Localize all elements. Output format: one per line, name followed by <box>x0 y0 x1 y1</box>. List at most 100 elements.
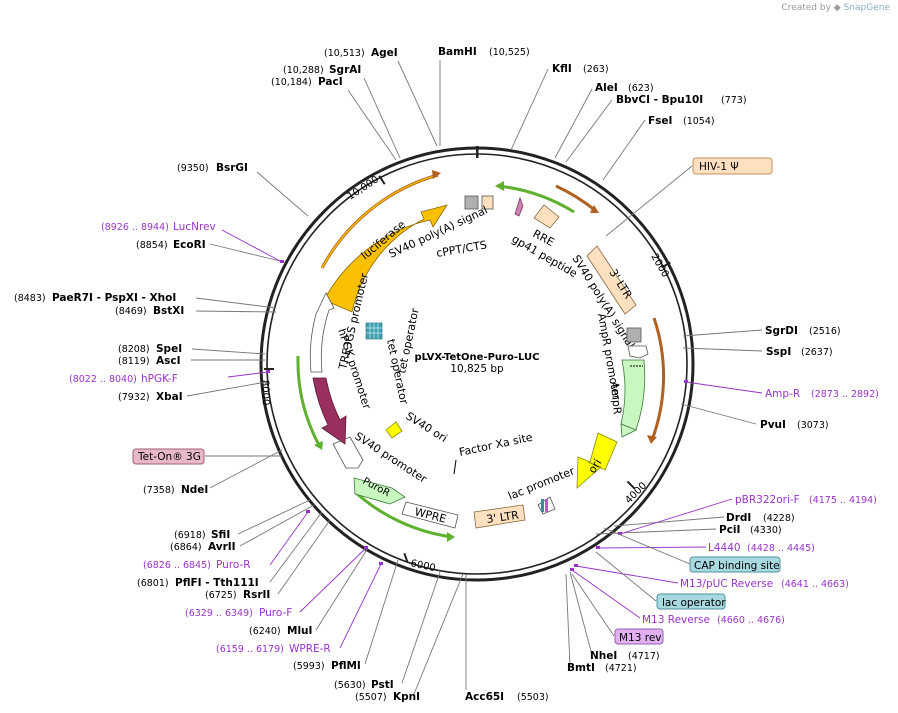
svg-text:(8854): (8854) <box>136 240 168 251</box>
site-paci[interactable]: (10,184) PacI <box>271 76 343 88</box>
tre3gs-promoter-feature <box>309 292 335 373</box>
lac-promoter-label: lac promoter <box>506 464 577 503</box>
leader-line-28 <box>613 516 725 527</box>
primer-amp-r[interactable]: Amp-R (2873 .. 2892) <box>765 388 879 400</box>
site-bamhi[interactable]: BamHI (10,525) <box>438 46 530 58</box>
site-bstxi[interactable]: (8469) BstXI <box>115 305 184 317</box>
svg-text:SspI: SspI <box>766 346 791 358</box>
svg-text:(4175 .. 4194): (4175 .. 4194) <box>809 495 877 506</box>
svg-text:BbvCI - Bpu10I: BbvCI - Bpu10I <box>616 94 703 106</box>
svg-text:BstXI: BstXI <box>153 305 184 317</box>
site-bsrgi[interactable]: (9350) BsrGI <box>177 162 248 174</box>
site-ecori[interactable]: (8854) EcoRI <box>136 239 206 251</box>
svg-text:XbaI: XbaI <box>156 391 183 403</box>
site-sgrai[interactable]: (10,288) SgrAI <box>283 64 361 76</box>
primer-wpre-r[interactable]: (6159 .. 6179) WPRE-R <box>216 643 331 655</box>
svg-text:KpnI: KpnI <box>393 691 420 703</box>
feature-cap-binding-site[interactable]: CAP binding site <box>689 556 781 573</box>
site-bbvci-bpu10i[interactable]: BbvCI - Bpu10I (773) <box>616 94 747 106</box>
site-drdi[interactable]: DrdI (4228) <box>726 512 795 524</box>
site-spei[interactable]: (8208) SpeI <box>118 343 182 355</box>
site-pflfi-tth111i[interactable]: (6801) PflFI - Tth111I <box>137 577 259 589</box>
site-paer7i-pspxi-xhoi[interactable]: (8483) PaeR7I - PspXI - XhoI <box>14 292 176 304</box>
leader-line-42 <box>603 527 691 565</box>
svg-text:Acc65I: Acc65I <box>465 691 504 703</box>
site-asci[interactable]: (8119) AscI <box>118 355 181 367</box>
sv40-polya-box-1 <box>464 195 479 210</box>
tet-operator-feature <box>365 322 383 340</box>
primer-lucnrev[interactable]: (8926 .. 8944) LucNrev <box>101 221 216 233</box>
primer-binding-mark-37 <box>684 380 688 383</box>
leader-line-19 <box>413 573 464 695</box>
site-sfii[interactable]: (6918) SfiI <box>174 529 230 541</box>
primer-m13-puc-reverse[interactable]: M13/pUC Reverse (4641 .. 4663) <box>680 578 849 590</box>
svg-text:(8022 .. 8040): (8022 .. 8040) <box>69 374 137 385</box>
site-kfli[interactable]: KflI (263) <box>552 63 609 75</box>
feature-hiv1-psi[interactable]: HIV-1 Ψ <box>692 157 773 175</box>
primer-m13-reverse[interactable]: M13 Reverse (4660 .. 4676) <box>642 614 785 626</box>
leader-line-14 <box>269 511 323 583</box>
wpre-label: WPRE <box>413 505 447 525</box>
primer-puro-r[interactable]: (6826 .. 6845) Puro-R <box>143 559 251 571</box>
site-agei-pos: (10,513) <box>324 48 365 59</box>
svg-text:(10,184): (10,184) <box>271 77 312 88</box>
svg-text:AscI: AscI <box>156 355 181 367</box>
ampr-feature <box>620 359 646 431</box>
site-agei[interactable]: (10,513) AgeI <box>324 47 398 59</box>
site-bmti[interactable]: BmtI (4721) <box>567 662 637 674</box>
site-pvui[interactable]: PvuI (3073) <box>760 419 829 431</box>
site-ndei[interactable]: (7358) NdeI <box>143 484 208 496</box>
svg-text:(6801): (6801) <box>137 578 169 589</box>
svg-text:SfiI: SfiI <box>211 529 230 541</box>
primer-binding-mark-34 <box>306 510 310 513</box>
site-rsrii[interactable]: (6725) RsrII <box>205 589 270 601</box>
site-avrii[interactable]: (6864) AvrII <box>170 541 236 553</box>
svg-text:(8483): (8483) <box>14 293 46 304</box>
ampr-outer-arc <box>650 317 666 441</box>
primer-hpgk-f[interactable]: (8022 .. 8040) hPGK-F <box>69 373 178 385</box>
svg-text:L4440: L4440 <box>708 542 741 554</box>
site-agei-name: AgeI <box>371 47 398 59</box>
snapgene-watermark: Created by ◆ SnapGene <box>781 3 890 13</box>
site-fsei[interactable]: FseI (1054) <box>648 115 715 127</box>
factor-xa-label: Factor Xa site <box>458 431 534 459</box>
feature-lac-operator[interactable]: lac operator <box>656 593 726 610</box>
site-nhei[interactable]: NheI (4717) <box>590 650 660 662</box>
site-sspi[interactable]: SspI (2637) <box>766 346 833 358</box>
svg-text:Amp-R: Amp-R <box>765 388 800 400</box>
leader-line-12 <box>237 499 311 535</box>
site-acc65i[interactable]: Acc65I (5503) <box>465 691 549 703</box>
primer-puro-f[interactable]: (6329 .. 6349) Puro-F <box>185 607 292 619</box>
primer-l4440[interactable]: L4440 (4428 .. 4445) <box>708 542 815 554</box>
svg-text:(6918): (6918) <box>174 530 206 541</box>
site-mlui[interactable]: (6240) MluI <box>249 625 312 637</box>
feature-m13-rev[interactable]: M13 rev <box>614 628 664 645</box>
site-xbai[interactable]: (7932) XbaI <box>118 391 183 403</box>
site-kpni[interactable]: (5507) KpnI <box>355 691 420 703</box>
svg-text:M13 rev: M13 rev <box>619 632 662 644</box>
rre-feature <box>533 204 560 229</box>
ltr-label-2: 3' LTR <box>486 509 520 526</box>
svg-text:(2873 .. 2892): (2873 .. 2892) <box>811 389 879 400</box>
site-sgrdi[interactable]: SgrDI (2516) <box>765 325 841 337</box>
site-pcii[interactable]: PciI (4330) <box>719 524 782 536</box>
primer-binding-mark-35 <box>364 546 368 549</box>
site-psti[interactable]: (5630) PstI <box>334 679 394 691</box>
svg-text:(6725): (6725) <box>205 590 237 601</box>
primer-pbr322ori-f[interactable]: pBR322ori-F (4175 .. 4194) <box>735 494 877 506</box>
site-alei[interactable]: AleI (623) <box>595 82 654 94</box>
feature-tet-on-3g[interactable]: Tet-On® 3G <box>132 448 205 465</box>
leader-line-10 <box>186 381 267 397</box>
svg-text:PciI: PciI <box>719 524 740 536</box>
site-pflmi[interactable]: (5993) PflMI <box>293 660 361 672</box>
svg-text:(6864): (6864) <box>170 542 202 553</box>
svg-text:(2516): (2516) <box>809 326 841 337</box>
hpgk-promoter-feature <box>312 377 347 445</box>
leader-line-4 <box>256 171 309 217</box>
svg-text:AvrII: AvrII <box>208 541 236 553</box>
leader-line-18 <box>401 571 441 684</box>
svg-text:LucNrev: LucNrev <box>173 221 216 233</box>
leader-line-43 <box>595 551 657 602</box>
svg-text:(773): (773) <box>721 95 747 106</box>
